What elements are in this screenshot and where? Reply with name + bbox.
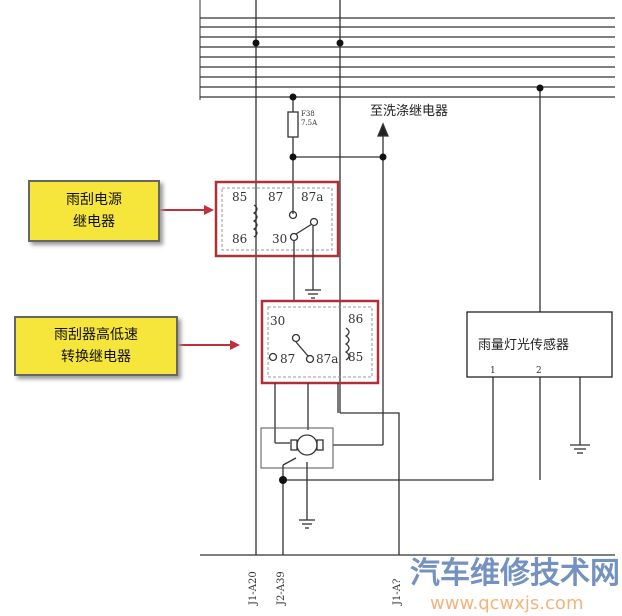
pin-label: 85	[232, 190, 248, 204]
pin-label: 85	[348, 350, 364, 364]
to-washer-relay-label: 至洗涤继电器	[370, 104, 449, 119]
pin-label: 87	[268, 190, 284, 204]
ground-icon	[305, 289, 321, 299]
junction-dots	[252, 39, 544, 484]
pin-label: 87a	[301, 190, 324, 204]
pin-label: 30	[270, 314, 286, 328]
callout-line: 继电器	[73, 214, 115, 230]
rain-light-sensor-label: 雨量灯光传感器	[478, 338, 570, 353]
fuse-label: F38 7.5A	[301, 110, 318, 127]
watermark-title: 汽车维修技术网	[410, 556, 620, 591]
callout-line: 雨刮器高低速	[54, 327, 138, 343]
callout-speed-relay: 雨刮器高低速 转换继电器	[14, 316, 178, 376]
pin-label: 1	[490, 366, 496, 376]
callout-line: 转换继电器	[61, 349, 131, 365]
fuse-icon	[287, 111, 299, 138]
pin-label: 86	[348, 312, 364, 326]
connector-label: J1-A?	[392, 578, 403, 605]
watermark-url: www.qcwxjs.com	[430, 593, 584, 614]
motor-icon	[296, 434, 318, 456]
bus-lines	[200, 17, 615, 98]
ground-icon	[299, 519, 315, 529]
callout-power-relay: 雨刮电源 继电器	[28, 180, 160, 242]
connector-label: J1-A20	[248, 571, 259, 605]
pin-label: 87	[280, 352, 296, 366]
ground-icon	[570, 444, 590, 454]
pin-label: 30	[272, 232, 288, 246]
pin-label: 2	[536, 366, 542, 376]
connector-label: J2-A39	[276, 571, 287, 605]
pin-label: 87a	[316, 352, 339, 366]
pin-label: 86	[232, 232, 248, 246]
callout-line: 雨刮电源	[66, 192, 122, 208]
